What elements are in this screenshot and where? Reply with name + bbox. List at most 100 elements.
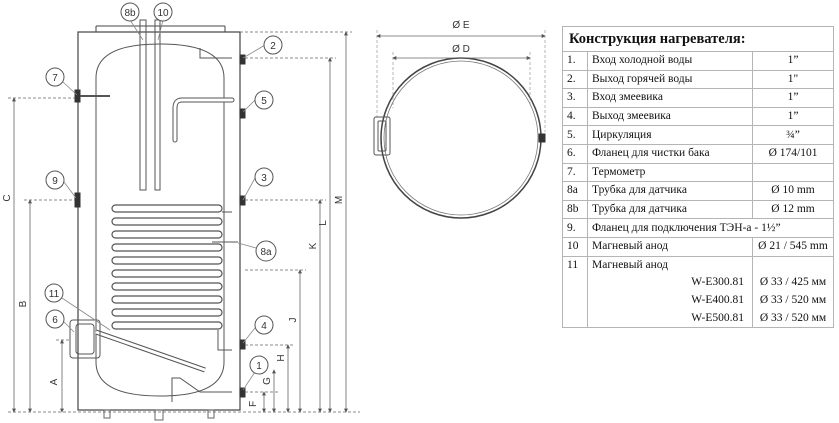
callout-6: [45, 309, 65, 329]
row-name: Трубка для датчика: [587, 181, 753, 201]
anode-model: W-E400.81: [587, 291, 753, 310]
table-row: 5. Циркуляция ¾”: [562, 125, 834, 145]
callout-1: [249, 355, 269, 375]
anode-model-row: W-E500.81 Ø 33 / 520 мм: [562, 309, 834, 328]
row-name: Циркуляция: [587, 125, 753, 145]
row-number: 7.: [562, 162, 588, 183]
row-name: Фланец для чистки бака: [587, 143, 753, 164]
callout-4: [254, 315, 274, 335]
callout-label: 8a: [260, 247, 272, 258]
row-name: Термометр: [587, 162, 753, 183]
callout-8a: [255, 240, 277, 262]
dim-label-C: C: [2, 194, 13, 201]
row-value: ¾”: [752, 125, 834, 145]
row-name: Фланец для подключения ТЭН-а - 1½”: [587, 218, 834, 238]
row-number: 11: [562, 255, 588, 275]
dim-label-L: L: [318, 220, 329, 226]
table-row: 6. Фланец для чистки бака Ø 174/101: [562, 143, 834, 164]
table-row: 3. Вход змеевика 1”: [562, 88, 834, 108]
dim-label-E: Ø E: [452, 20, 470, 31]
dim-label-A: A: [49, 378, 60, 385]
table-row: 9. Фланец для подключения ТЭН-а - 1½”: [562, 218, 834, 238]
sensor-tube-8b: [154, 19, 161, 191]
anode-rod: [139, 19, 147, 191]
callout-3: [254, 167, 274, 187]
row-name: Выход горячей воды: [587, 69, 753, 90]
callout-label: 5: [261, 96, 267, 107]
table-row: 1. Вход холодной воды 1”: [562, 51, 834, 71]
callout-label: 3: [261, 173, 267, 184]
thermometer: [74, 89, 81, 103]
row-value: Ø 21 / 545 mm: [752, 236, 834, 257]
row-number: 3.: [562, 88, 588, 108]
row-number: 1.: [562, 51, 588, 71]
row-number: 6.: [562, 143, 588, 164]
row-value: 1”: [752, 51, 834, 71]
anode-size: Ø 33 / 425 мм: [752, 274, 834, 292]
table-row: 2. Выход горячей воды 1": [562, 69, 834, 90]
table-title-row: Конструкция нагревателя:: [562, 26, 834, 52]
dim-label-D: Ø D: [452, 44, 470, 55]
row-name: Трубка для датчика: [587, 199, 753, 220]
inner-tank: [95, 43, 225, 397]
circulation-pipe: [172, 97, 235, 143]
table-row: 10 Магневый анод Ø 21 / 545 mm: [562, 236, 834, 257]
callout-label: 2: [270, 41, 276, 52]
callouts: [44, 2, 283, 375]
dim-label-J: J: [288, 318, 299, 323]
top-view: [373, 30, 546, 219]
callout-5: [254, 90, 274, 110]
row-number: 9.: [562, 218, 588, 238]
row-number: 5.: [562, 125, 588, 145]
callout-label: 1: [256, 361, 262, 372]
callout-label: 7: [52, 73, 58, 84]
top-view-outer: [380, 57, 542, 219]
table-row: 7. Термометр: [562, 162, 834, 183]
anode-size: Ø 33 / 520 мм: [752, 309, 834, 328]
dim-label-M: M: [334, 196, 345, 204]
row-number: 8b: [562, 199, 588, 220]
row-name: Выход змеевика: [587, 106, 753, 127]
anode-model: W-E500.81: [587, 309, 753, 328]
row-number: 4.: [562, 106, 588, 127]
row-name: Вход холодной воды: [587, 51, 753, 71]
anode-model: W-E300.81: [587, 274, 753, 292]
row-value: [752, 162, 834, 183]
row-name: Магневый анод: [587, 255, 753, 275]
dimension-lines: [8, 31, 360, 413]
callout-label: 6: [52, 315, 58, 326]
dim-label-F: F: [248, 401, 259, 407]
table-row: 8b Трубка для датчика Ø 12 mm: [562, 199, 834, 220]
cleaning-flange: [69, 319, 101, 359]
dim-label-K: K: [308, 242, 319, 249]
dim-label-B: B: [18, 300, 29, 307]
callout-7: [45, 67, 65, 87]
spec-table: Конструкция нагревателя: 1. Вход холодно…: [562, 26, 834, 328]
table-row: 11 Магневый анод: [562, 255, 834, 275]
row-value: 1": [752, 69, 834, 90]
callout-2: [263, 35, 283, 55]
row-value: 1”: [752, 88, 834, 108]
callout-8b: [120, 2, 140, 22]
callout-label: 4: [261, 321, 267, 332]
row-value: Ø 174/101: [752, 143, 834, 164]
row-name: Вход змеевика: [587, 88, 753, 108]
row-number: 2.: [562, 69, 588, 90]
anode-model-row: W-E400.81 Ø 33 / 520 мм: [562, 291, 834, 310]
row-number: 8а: [562, 181, 588, 201]
heat-exchanger-coil: [111, 204, 223, 330]
callout-label: 11: [49, 289, 60, 300]
row-name: Магневый анод: [587, 236, 753, 257]
table-title: Конструкция нагревателя:: [562, 26, 834, 52]
side-view: [69, 19, 246, 421]
heater-diagram: 8b 10 2 7 5 9 3 8a 11 6 4 1: [2, 2, 546, 421]
top-view-inner: [383, 60, 539, 216]
callout-label: 8b: [124, 8, 136, 19]
callout-10: [153, 2, 173, 22]
callout-11: [44, 283, 64, 303]
dim-label-G: G: [262, 377, 273, 385]
row-value: [752, 255, 834, 275]
table-row: 4. Выход змеевика 1”: [562, 106, 834, 127]
heater-flange: [74, 192, 81, 208]
callout-label: 9: [52, 176, 58, 187]
